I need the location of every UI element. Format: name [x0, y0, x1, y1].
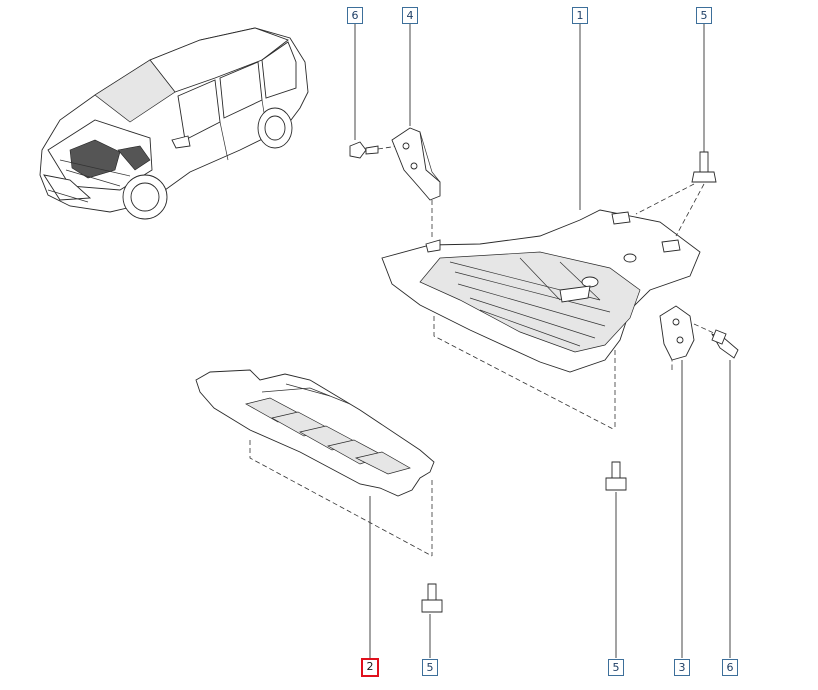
undertray-2 — [195, 369, 435, 557]
bolt-5-lower-mid — [605, 461, 627, 491]
bolt-5-lower-left — [421, 583, 443, 613]
callout-6-bottom[interactable]: 6 — [722, 659, 738, 676]
bolt-6-right — [711, 329, 739, 359]
callout-1-top[interactable]: 1 — [572, 7, 588, 24]
callout-5-top[interactable]: 5 — [696, 7, 712, 24]
callout-5-bottom-left[interactable]: 5 — [422, 659, 438, 676]
car-illustration — [39, 27, 309, 220]
bracket-3 — [659, 305, 717, 361]
leader-lines — [354, 24, 731, 658]
bolt-5-top-right — [635, 151, 717, 237]
bolt-6-top — [349, 141, 399, 159]
bracket-4 — [391, 127, 441, 238]
callout-3-bottom[interactable]: 3 — [674, 659, 690, 676]
callout-4-top[interactable]: 4 — [402, 7, 418, 24]
callout-5-bottom-mid[interactable]: 5 — [608, 659, 624, 676]
callout-2-bottom[interactable]: 2 — [361, 658, 379, 677]
undertray-1 — [381, 209, 701, 431]
callout-6-top[interactable]: 6 — [347, 7, 363, 24]
